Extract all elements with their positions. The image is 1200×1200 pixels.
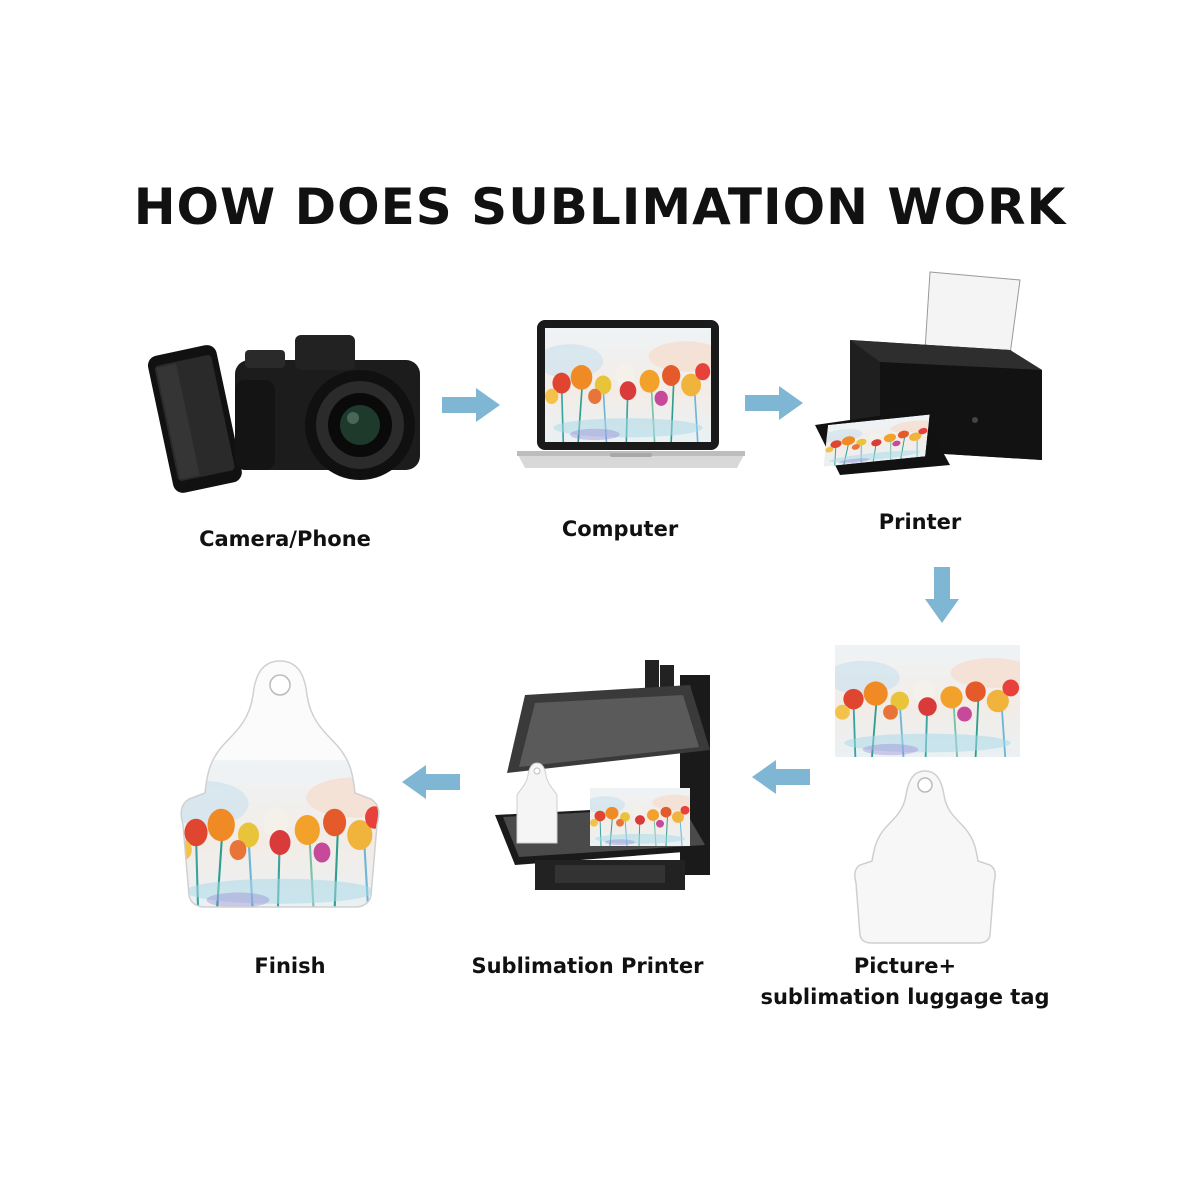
flower-print-icon <box>824 644 1035 758</box>
arrow-right-icon <box>745 386 803 420</box>
step-label-picture-line2: sublimation luggage tag <box>760 985 1050 1009</box>
laptop-icon <box>517 320 745 468</box>
step-label-computer: Computer <box>561 517 679 541</box>
laptop-image <box>515 318 747 473</box>
printer-image <box>810 270 1045 480</box>
arrow-left-icon <box>402 765 460 799</box>
step-label-press: Sublimation Printer <box>471 954 704 978</box>
luggage-tag-icon <box>854 770 996 944</box>
heat-press-icon <box>495 660 710 890</box>
step-label-finish: Finish <box>254 954 326 978</box>
arrow-right-icon <box>442 388 500 422</box>
transfer-picture-image <box>824 644 1035 758</box>
heat-press-image <box>495 655 715 900</box>
step-label-camera: Camera/Phone <box>199 527 371 551</box>
arrow-down-icon <box>925 567 959 623</box>
blank-tag-image <box>850 765 1000 945</box>
diagram-title: HOW DOES SUBLIMATION WORK <box>133 178 1067 236</box>
step-label-picture-line1: Picture+ <box>853 954 957 978</box>
step-label-printer: Printer <box>878 510 962 534</box>
camera-phone-image <box>145 320 435 500</box>
camera-phone-icon <box>147 335 420 493</box>
finished-tag-image <box>175 655 385 910</box>
arrow-left-icon <box>752 760 810 794</box>
finished-tag-icon <box>180 660 380 908</box>
printer-icon <box>815 271 1042 475</box>
